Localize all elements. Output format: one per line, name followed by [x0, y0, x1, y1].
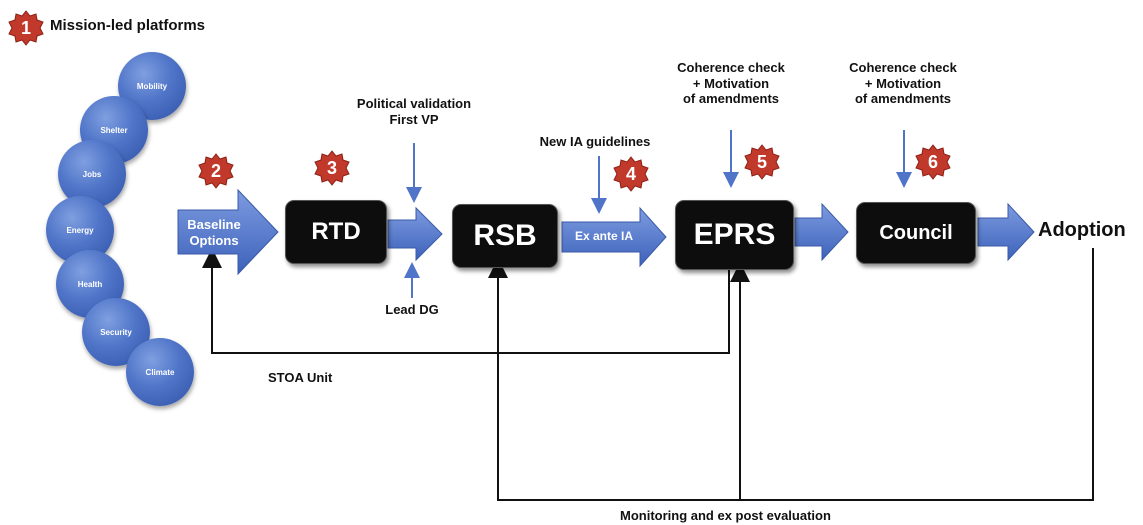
political-validation-label: Political validation First VP: [356, 96, 472, 127]
stoa-unit-label: STOA Unit: [268, 370, 333, 385]
baseline-options-arrow: [177, 188, 279, 276]
monitoring-label: Monitoring and ex post evaluation: [620, 508, 831, 523]
badge-6: 6: [915, 144, 951, 180]
ex-ante-ia-arrow: [561, 206, 667, 268]
ex-ante-ia-label: Ex ante IA: [574, 229, 634, 243]
council-to-adoption-arrow: [977, 202, 1035, 262]
rtd-box: RTD: [285, 200, 387, 264]
coherence-council-label: Coherence check + Motivation of amendmen…: [849, 60, 957, 107]
badge-2: 2: [198, 153, 234, 189]
council-box: Council: [856, 202, 976, 264]
badge-1: 1: [8, 10, 44, 46]
coherence-eprs-label: Coherence check + Motivation of amendmen…: [677, 60, 785, 107]
platform-climate: Climate: [126, 338, 194, 406]
badge-5: 5: [744, 144, 780, 180]
new-ia-guidelines-label: New IA guidelines: [539, 134, 651, 149]
rsb-box: RSB: [452, 204, 558, 268]
monitoring-feedback-line: [488, 248, 1094, 501]
eprs-to-council-arrow: [794, 202, 849, 262]
adoption-label: Adoption: [1038, 219, 1126, 241]
badge-3: 3: [314, 150, 350, 186]
badge-4: 4: [613, 156, 649, 192]
stoa-feedback-line: [202, 248, 730, 354]
eprs-box: EPRS: [675, 200, 794, 270]
lead-dg-label: Lead DG: [385, 302, 439, 317]
baseline-options-label: Baseline Options: [187, 217, 241, 248]
page-title: Mission-led platforms: [50, 17, 206, 34]
rtd-to-rsb-arrow: [387, 206, 443, 262]
